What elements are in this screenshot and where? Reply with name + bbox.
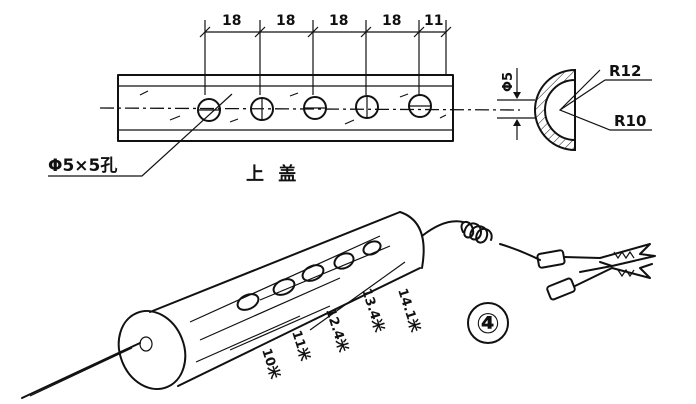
cylinder-body xyxy=(149,211,421,387)
wire xyxy=(421,220,464,237)
dimension-label-5: 11 xyxy=(424,13,443,29)
radius-leaders xyxy=(558,69,652,131)
hole-note-2: 13.4米 xyxy=(358,286,387,335)
hole xyxy=(272,278,296,296)
end-hole xyxy=(139,336,153,352)
half-ring-section xyxy=(534,68,576,152)
section-view: Φ5 R12 R10 xyxy=(497,62,652,152)
cylinder-far-end xyxy=(399,211,425,269)
inner-radius-label: R10 xyxy=(614,112,646,130)
wire-end xyxy=(499,243,541,261)
hole-note-5: 10米 xyxy=(258,346,283,381)
outer-radius-label: R12 xyxy=(609,62,641,80)
coil-spring xyxy=(460,221,493,244)
hole-spec-label: Φ5×5孔 xyxy=(48,156,117,176)
holes-row xyxy=(197,94,432,122)
hole-diameter-label: Φ5 xyxy=(501,72,516,92)
hole-spec-leader xyxy=(48,93,233,177)
dimension-label-3: 18 xyxy=(329,13,348,29)
top-view: 18 18 18 18 11 Φ5×5孔 上 盖 xyxy=(48,13,521,185)
dimension-label-4: 18 xyxy=(382,13,401,29)
hole xyxy=(333,252,355,270)
dimension-label-1: 18 xyxy=(222,13,241,29)
alligator-clip xyxy=(536,243,656,301)
hole-note-1: 14.1米 xyxy=(394,286,423,335)
needle xyxy=(21,342,141,399)
hole xyxy=(301,264,325,282)
cylinder-holes xyxy=(236,240,382,311)
cylinder-end-cap xyxy=(117,310,187,390)
hole-note-4: 11米 xyxy=(288,328,313,363)
hole-note-3: 12.4米 xyxy=(322,306,351,355)
dimension-chain xyxy=(199,20,452,95)
dimension-label-2: 18 xyxy=(276,13,295,29)
figure-number: ④ xyxy=(476,307,500,340)
hole xyxy=(362,240,382,256)
assembly-view: 10米 11米 12.4米 13.4米 14.1米 ④ xyxy=(21,211,656,399)
figure-number-circle xyxy=(467,302,509,344)
upper-cover-caption: 上 盖 xyxy=(246,163,300,185)
cover-plate xyxy=(117,74,454,142)
hole xyxy=(236,293,260,311)
center-line xyxy=(99,107,521,111)
